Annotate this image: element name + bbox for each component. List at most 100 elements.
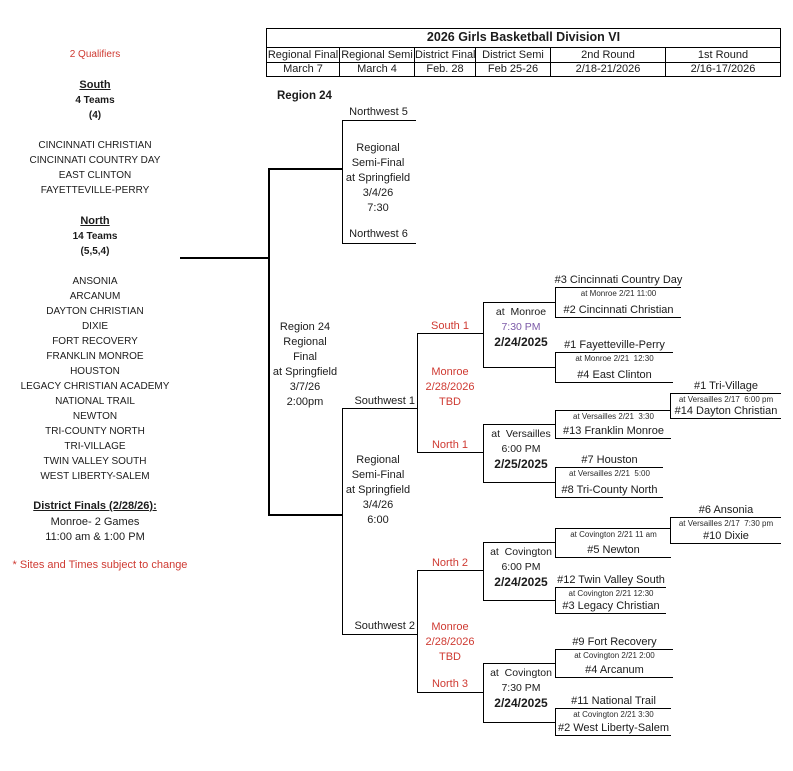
round-date: Feb. 28 bbox=[414, 62, 476, 77]
seed-label-southwest2: Southwest 2 bbox=[354, 620, 415, 632]
game-info: at Covington 2/21 2:00 bbox=[574, 651, 655, 660]
info-line: 6:00 bbox=[367, 514, 389, 526]
round-header: 2nd Round bbox=[550, 47, 666, 63]
game-info: at Monroe 2/21 11:00 bbox=[580, 289, 657, 298]
info-line: Final bbox=[293, 351, 317, 363]
round-header: Regional Final bbox=[266, 47, 340, 63]
info-line: Region 24 bbox=[279, 321, 331, 333]
game-1r-north2: #6 Ansonia at Versailles 2/17 7:30 pm #1… bbox=[670, 504, 781, 544]
info-line: Regional bbox=[356, 142, 400, 154]
team-name: EAST CLINTON bbox=[58, 170, 132, 181]
game-2r-north2-2: #12 Twin Valley South at Covington 2/21 … bbox=[555, 574, 666, 614]
district-final-time: TBD bbox=[439, 651, 461, 663]
semi-site: at Monroe bbox=[495, 306, 547, 318]
regional-final-line bbox=[268, 168, 270, 515]
north-split: (5,5,4) bbox=[80, 246, 110, 257]
game-info: at Versailles 2/17 6:00 pm bbox=[678, 395, 774, 404]
team-name: LEGACY CHRISTIAN ACADEMY bbox=[20, 381, 170, 392]
sites-times-note: * Sites and Times subject to change bbox=[12, 559, 188, 571]
team-name: CINCINNATI COUNTRY DAY bbox=[29, 155, 161, 166]
team-name: TRI-COUNTY NORTH bbox=[45, 426, 145, 437]
seed-label-southwest1: Southwest 1 bbox=[354, 395, 415, 407]
semi-date: 2/25/2025 bbox=[494, 457, 548, 471]
sheet-title: 2026 Girls Basketball Division VI bbox=[266, 28, 781, 48]
game-2r-north3-1: #9 Fort Recovery at Covington 2/21 2:00 … bbox=[555, 636, 673, 678]
team-name: NEWTON bbox=[72, 411, 118, 422]
district-semi-north2: at Covington 6:00 PM 2/24/2025 bbox=[483, 542, 556, 601]
game-info: at Covington 2/21 11 am bbox=[570, 530, 657, 539]
team-top: #6 Ansonia bbox=[698, 504, 754, 516]
team-bottom: #2 Cincinnati Christian bbox=[563, 304, 674, 316]
info-line: 3/4/26 bbox=[362, 499, 394, 511]
game-info: at Covington 2/21 12:30 bbox=[568, 589, 654, 598]
team-name: TWIN VALLEY SOUTH bbox=[43, 456, 147, 467]
north-section-title: North bbox=[80, 215, 110, 227]
bracket-line bbox=[268, 168, 343, 170]
round-header: 1st Round bbox=[665, 47, 781, 63]
seed-label-northwest6: Northwest 6 bbox=[349, 228, 408, 240]
round-date: Feb 25-26 bbox=[475, 62, 551, 77]
district-finals-title: District Finals (2/28/26): bbox=[33, 500, 157, 512]
info-line: Semi-Final bbox=[351, 469, 405, 481]
district-final-top-bracket bbox=[417, 333, 484, 453]
info-line: 3/4/26 bbox=[362, 187, 394, 199]
game-1r-north1: #1 Tri-Village at Versailles 2/17 6:00 p… bbox=[670, 380, 781, 419]
district-label-north1: North 1 bbox=[431, 439, 469, 451]
team-top: #11 National Trail bbox=[571, 695, 656, 707]
team-bottom: #3 Legacy Christian bbox=[562, 600, 660, 612]
info-line: 3/7/26 bbox=[289, 381, 321, 393]
game-info: at Versailles 2/17 7:30 pm bbox=[678, 519, 774, 528]
south-team-count: 4 Teams bbox=[75, 95, 115, 106]
team-top: #1 Fayetteville-Perry bbox=[564, 339, 665, 351]
team-name: FORT RECOVERY bbox=[52, 336, 138, 347]
team-bottom: #14 Dayton Christian bbox=[674, 405, 778, 417]
team-name: CINCINNATI CHRISTIAN bbox=[38, 140, 152, 151]
north-team-count: 14 Teams bbox=[72, 231, 118, 242]
team-top: #3 Cincinnati Country Day bbox=[554, 274, 683, 286]
round-date: 2/16-17/2026 bbox=[665, 62, 781, 77]
district-final-bottom-bracket bbox=[417, 570, 484, 693]
team-name: TRI-VILLAGE bbox=[64, 441, 126, 452]
game-2r-south-2: #1 Fayetteville-Perry at Monroe 2/21 12:… bbox=[555, 339, 673, 383]
round-header: Regional Semi bbox=[339, 47, 415, 63]
team-top: #12 Twin Valley South bbox=[557, 574, 665, 586]
round-header: District Final bbox=[414, 47, 476, 63]
game-info: at Versailles 2/21 5:00 bbox=[569, 469, 650, 478]
district-label-north2: North 2 bbox=[431, 557, 469, 569]
team-top: #1 Tri-Village bbox=[694, 380, 758, 392]
district-final-date: 2/28/2026 bbox=[425, 381, 475, 393]
team-bottom: #4 Arcanum bbox=[585, 664, 644, 676]
info-line: 7:30 bbox=[367, 202, 389, 214]
qualifiers-note: 2 Qualifiers bbox=[69, 49, 121, 60]
team-top: #9 Fort Recovery bbox=[572, 636, 657, 648]
game-2r-north3-2: #11 National Trail at Covington 2/21 3:3… bbox=[555, 695, 671, 736]
regional-semi-top-bracket bbox=[342, 120, 416, 244]
district-semi-north1: at Versailles 6:00 PM 2/25/2025 bbox=[483, 424, 556, 483]
district-final-date: 2/28/2026 bbox=[425, 636, 475, 648]
team-name: FAYETTEVILLE-PERRY bbox=[40, 185, 150, 196]
info-line: at Springfield bbox=[272, 366, 338, 378]
team-bottom: #2 West Liberty-Salem bbox=[557, 722, 670, 734]
team-bottom: #8 Tri-County North bbox=[561, 484, 658, 496]
team-bottom: #10 Dixie bbox=[703, 530, 749, 542]
game-info: at Covington 2/21 3:30 bbox=[573, 710, 654, 719]
bracket-line bbox=[268, 514, 343, 516]
game-2r-north2-1: at Covington 2/21 11 am #5 Newton bbox=[555, 528, 671, 558]
game-2r-north1-2: #7 Houston at Versailles 2/21 5:00 #8 Tr… bbox=[555, 454, 663, 498]
district-label-north3: North 3 bbox=[431, 678, 469, 690]
team-name: DAYTON CHRISTIAN bbox=[46, 306, 144, 317]
game-2r-north1-1: at Versailles 2/21 3:30 #13 Franklin Mon… bbox=[555, 410, 671, 439]
team-name: WEST LIBERTY-SALEM bbox=[40, 471, 150, 482]
round-date: March 7 bbox=[266, 62, 340, 77]
team-name: FRANKLIN MONROE bbox=[46, 351, 144, 362]
south-section-title: South bbox=[79, 79, 111, 91]
info-line: 2:00pm bbox=[286, 396, 324, 408]
semi-time: 6:00 PM bbox=[501, 561, 541, 573]
game-info: at Monroe 2/21 12:30 bbox=[575, 354, 654, 363]
team-name: NATIONAL TRAIL bbox=[55, 396, 135, 407]
champion-out-line bbox=[180, 257, 269, 259]
